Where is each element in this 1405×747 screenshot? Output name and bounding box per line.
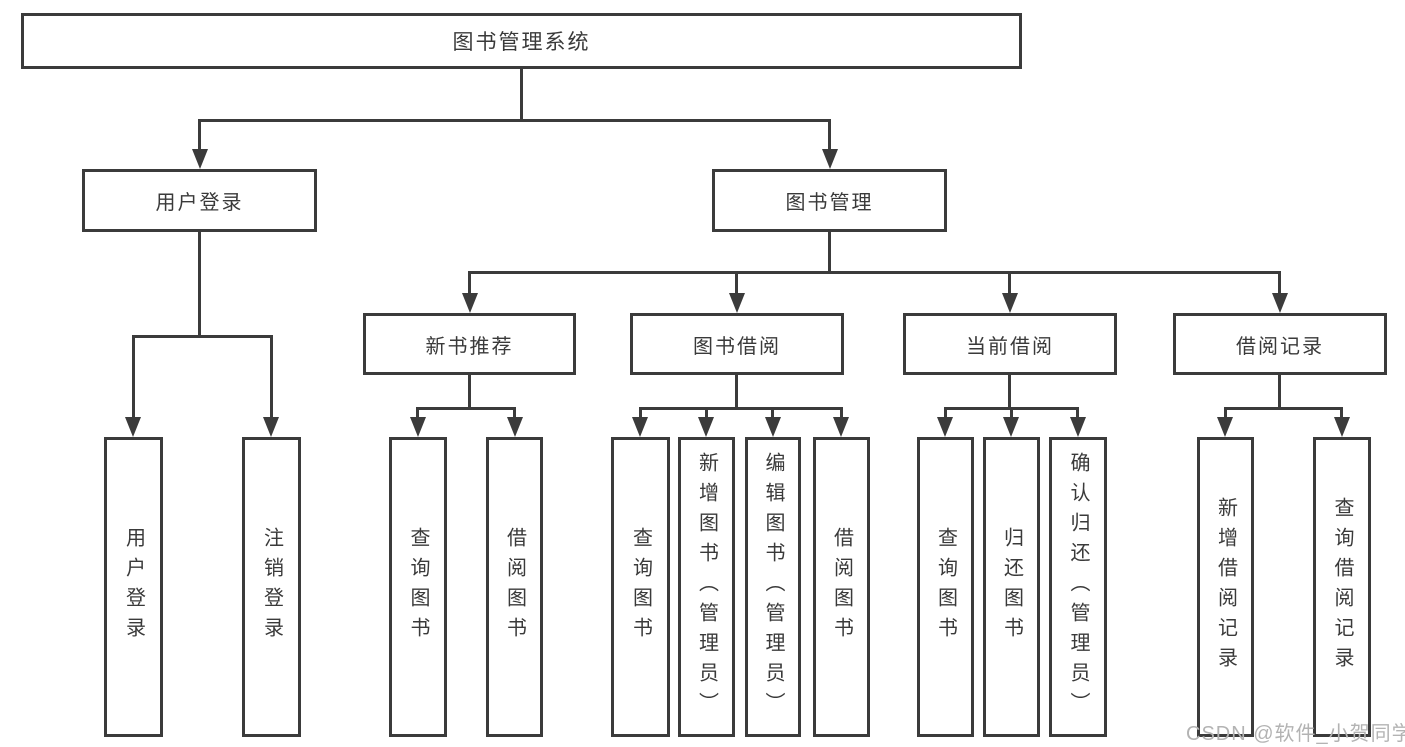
leaf-add-book-admin-label: 新增图书（管理员） (695, 452, 718, 722)
arrowhead-cb-return (1003, 417, 1019, 437)
csdn-watermark: CSDN @软件_小贺同学 (1186, 723, 1405, 745)
leaf-borrow-books: 借阅图书 (813, 437, 870, 737)
leaf-borrow-query-books-label: 查询图书 (629, 527, 652, 647)
node-book-borrow: 图书借阅 (630, 313, 844, 375)
connector-book-mgmt-trunk (828, 232, 831, 274)
leaf-edit-book-admin: 编辑图书（管理员） (745, 437, 801, 737)
leaf-add-book-admin: 新增图书（管理员） (678, 437, 735, 737)
connector-stem-user-login (198, 119, 201, 151)
connector-stem-rec-borrow (513, 407, 516, 419)
arrowhead-bb-borrow (833, 417, 849, 437)
connector-stem-cb-return (1010, 407, 1013, 419)
arrowhead-current-borrow (1002, 293, 1018, 313)
arrowhead-br-add (1217, 417, 1233, 437)
node-current-borrow: 当前借阅 (903, 313, 1117, 375)
leaf-recommend-query-books-label: 查询图书 (407, 527, 429, 647)
node-book-management-label: 图书管理 (785, 192, 874, 214)
connector-level3-crossbar (468, 271, 1281, 274)
arrowhead-br-query (1334, 417, 1350, 437)
connector-new-book-crossbar (416, 407, 516, 410)
connector-stem-bb-borrow (840, 407, 843, 419)
leaf-recommend-borrow-books-label: 借阅图书 (503, 527, 526, 647)
connector-new-book-trunk (468, 375, 471, 410)
leaf-current-query-books: 查询图书 (917, 437, 974, 737)
connector-borrow-records-trunk (1278, 375, 1281, 410)
connector-stem-cb-query (944, 407, 947, 419)
leaf-add-borrow-record-label: 新增借阅记录 (1214, 497, 1237, 677)
connector-stem-bb-add (705, 407, 708, 419)
node-new-book-recommend: 新书推荐 (363, 313, 576, 375)
connector-borrow-records-crossbar (1224, 407, 1343, 410)
connector-user-login-crossbar (132, 335, 273, 338)
connector-stem-bb-edit (771, 407, 774, 419)
leaf-recommend-query-books: 查询图书 (389, 437, 447, 737)
arrowhead-book-mgmt (822, 149, 838, 169)
leaf-borrow-query-books: 查询图书 (611, 437, 670, 737)
connector-book-borrow-trunk (735, 375, 738, 410)
arrowhead-book-borrow (729, 293, 745, 313)
connector-stem-bb-query (639, 407, 642, 419)
leaf-query-borrow-record: 查询借阅记录 (1313, 437, 1371, 737)
connector-stem-current-borrow (1008, 271, 1011, 295)
node-user-login-label: 用户登录 (155, 192, 244, 214)
connector-current-borrow-trunk (1008, 375, 1011, 410)
arrowhead-bb-add (698, 417, 714, 437)
arrowhead-bb-edit (765, 417, 781, 437)
node-book-borrow-label: 图书借阅 (693, 335, 781, 358)
arrowhead-cb-confirm (1070, 417, 1086, 437)
node-user-login: 用户登录 (82, 169, 317, 232)
connector-stem-new-book (468, 271, 471, 295)
node-book-management: 图书管理 (712, 169, 947, 232)
leaf-recommend-borrow-books: 借阅图书 (486, 437, 543, 737)
connector-stem-br-add (1224, 407, 1227, 419)
connector-root-crossbar (198, 119, 831, 122)
leaf-user-login: 用户登录 (104, 437, 163, 737)
arrowhead-new-book (462, 293, 478, 313)
arrowhead-leaf-logout (263, 417, 279, 437)
arrowhead-bb-query (632, 417, 648, 437)
connector-user-login-trunk (198, 232, 201, 338)
connector-stem-br-query (1340, 407, 1343, 419)
leaf-return-books: 归还图书 (983, 437, 1040, 737)
node-new-book-recommend-label: 新书推荐 (425, 335, 514, 358)
leaf-current-query-books-label: 查询图书 (934, 527, 957, 647)
leaf-confirm-return-admin: 确认归还（管理员） (1049, 437, 1107, 737)
node-root-label: 图书管理系统 (452, 31, 591, 54)
arrowhead-rec-borrow (507, 417, 523, 437)
arrowhead-rec-query (410, 417, 426, 437)
connector-stem-borrow-records (1278, 271, 1281, 295)
leaf-borrow-books-label: 借阅图书 (830, 527, 853, 647)
connector-stem-leaf-logout (270, 335, 273, 419)
leaf-confirm-return-admin-label: 确认归还（管理员） (1067, 452, 1089, 722)
leaf-logout: 注销登录 (242, 437, 301, 737)
node-borrow-records-label: 借阅记录 (1236, 335, 1324, 358)
leaf-return-books-label: 归还图书 (1000, 527, 1023, 647)
node-current-borrow-label: 当前借阅 (966, 335, 1054, 358)
arrowhead-borrow-records (1272, 293, 1288, 313)
arrowhead-leaf-user-login (125, 417, 141, 437)
leaf-query-borrow-record-label: 查询借阅记录 (1331, 497, 1353, 677)
connector-root-trunk (520, 69, 523, 122)
node-root: 图书管理系统 (21, 13, 1022, 69)
connector-stem-book-mgmt (828, 119, 831, 151)
arrowhead-user-login (192, 149, 208, 169)
connector-stem-rec-query (416, 407, 419, 419)
leaf-add-borrow-record: 新增借阅记录 (1197, 437, 1254, 737)
node-borrow-records: 借阅记录 (1173, 313, 1387, 375)
leaf-logout-label: 注销登录 (260, 527, 283, 647)
leaf-user-login-label: 用户登录 (122, 527, 145, 647)
arrowhead-cb-query (937, 417, 953, 437)
leaf-edit-book-admin-label: 编辑图书（管理员） (762, 452, 784, 722)
connector-book-borrow-crossbar (639, 407, 843, 410)
connector-stem-cb-confirm (1076, 407, 1079, 419)
connector-stem-book-borrow (735, 271, 738, 295)
connector-stem-leaf-user-login (132, 335, 135, 419)
